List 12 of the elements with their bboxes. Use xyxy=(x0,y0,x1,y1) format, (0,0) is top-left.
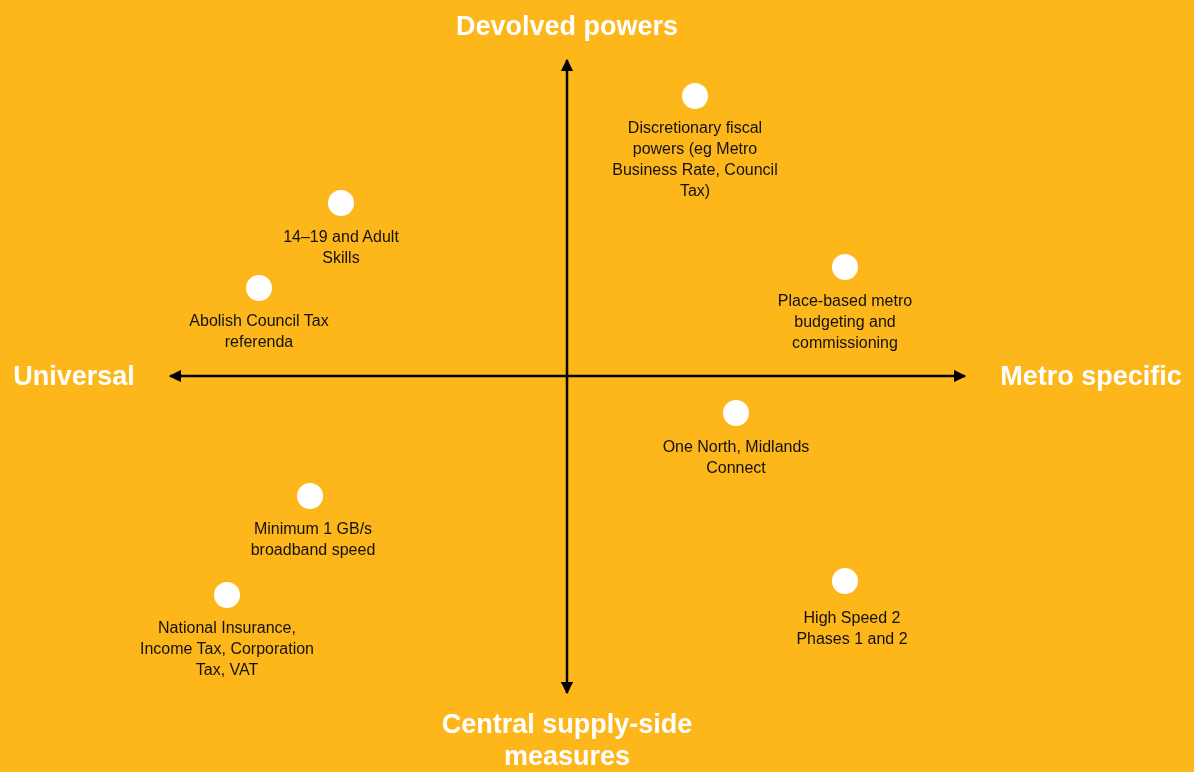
axis-label: Universal xyxy=(12,360,136,392)
point-label: One North, Midlands Connect xyxy=(661,437,811,478)
point-label: Discretionary fiscal powers (eg Metro Business Rate, Council Tax) xyxy=(611,118,779,201)
point-label: Abolish Council Tax referenda xyxy=(188,311,330,352)
axis-label: Devolved powers xyxy=(454,10,680,42)
point-label: Place-based metro budgeting and commissioning xyxy=(776,291,914,353)
point-label: National Insurance, Income Tax, Corporation Tax, VAT xyxy=(139,618,315,680)
point-label: Minimum 1 GB/s broadband speed xyxy=(249,519,377,560)
axis-label: Central supply-side measures xyxy=(440,708,694,772)
axis-label: Metro specific xyxy=(999,360,1183,392)
point-label: High Speed 2 Phases 1 and 2 xyxy=(795,608,909,649)
point-label: 14–19 and Adult Skills xyxy=(282,227,400,268)
